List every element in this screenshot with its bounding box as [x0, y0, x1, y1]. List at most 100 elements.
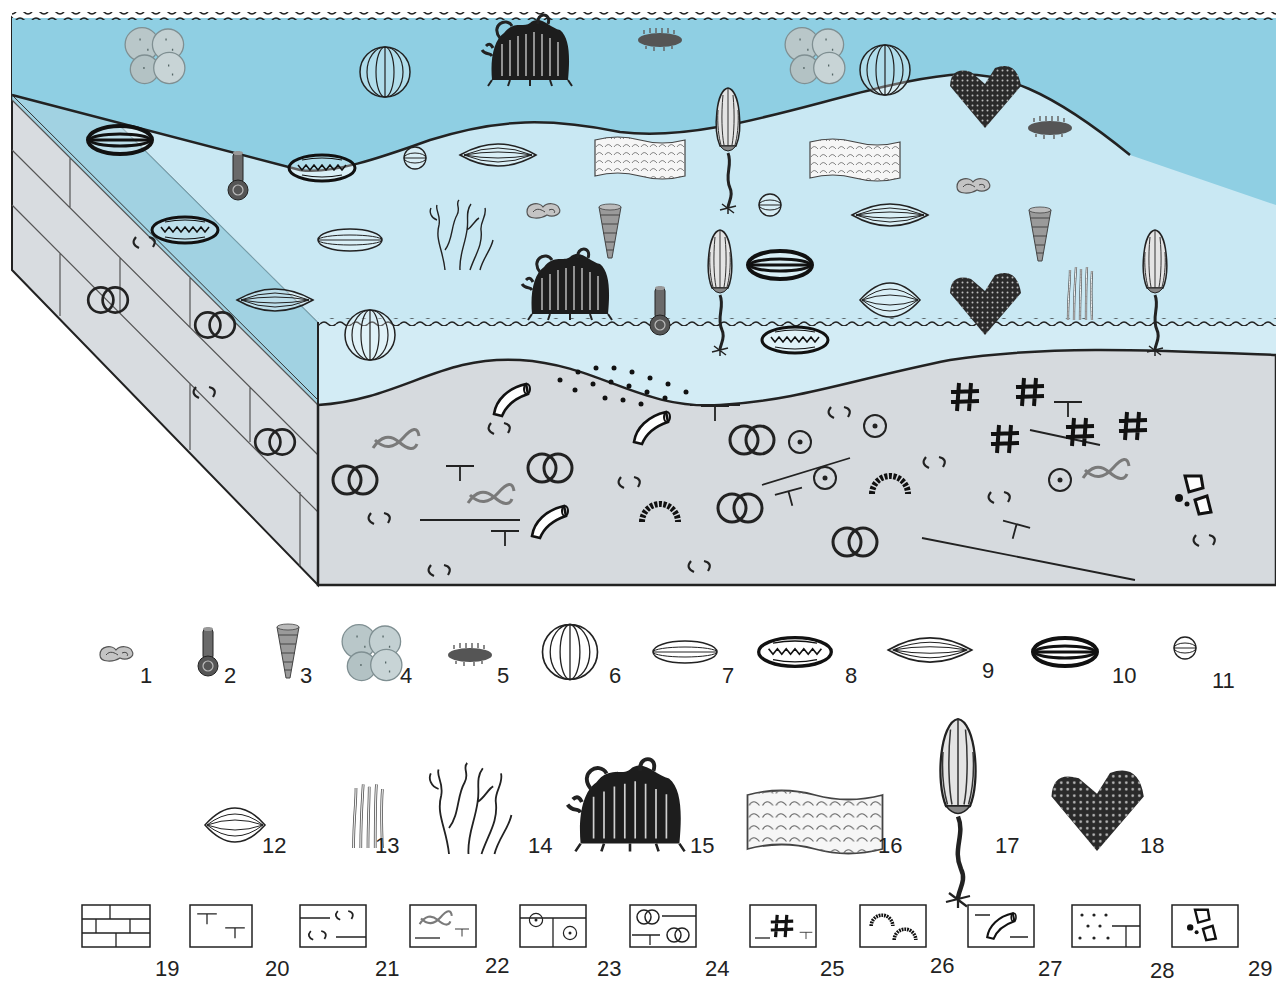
legend-number: 22	[485, 955, 509, 977]
seaweed	[430, 200, 493, 270]
worm-tube	[957, 179, 990, 193]
legend-sample-lines	[520, 918, 586, 947]
double-ring	[718, 494, 762, 522]
legend-sample-lines	[1112, 926, 1140, 947]
wavy-line	[373, 429, 419, 448]
crinoid	[1143, 230, 1166, 356]
horn-coral	[494, 384, 530, 416]
legend-sample	[568, 759, 685, 851]
arc-fragment	[829, 407, 850, 418]
horn-coral	[634, 412, 670, 444]
legend-sample-lines	[975, 915, 1028, 937]
sediment-section	[318, 350, 1276, 585]
globular-foraminifera	[125, 28, 185, 84]
legend-number: 18	[1140, 835, 1164, 857]
legend-sample	[529, 913, 542, 926]
pebbles	[1175, 476, 1211, 514]
double-ring	[528, 454, 572, 482]
legend-sample	[1187, 910, 1216, 940]
crinoid	[708, 230, 731, 356]
block-outline	[318, 322, 1276, 585]
legend-sample-lines	[755, 937, 770, 938]
legend-sample	[277, 624, 299, 678]
legend-sample	[205, 808, 265, 842]
legend-sample	[1174, 637, 1196, 659]
spherical-radiolarian	[860, 45, 910, 95]
gastropod-spire	[599, 204, 621, 258]
legend-number: 15	[690, 835, 714, 857]
legend-sample	[342, 625, 402, 681]
legend-sample	[800, 932, 813, 939]
toothed-ostracod	[152, 217, 218, 243]
dark-shell-fragment	[1028, 116, 1072, 139]
legend-number: 9	[982, 660, 994, 682]
legend-number: 14	[528, 835, 552, 857]
wavy-line	[468, 484, 514, 503]
t-mark	[491, 531, 519, 546]
legend-number: 5	[497, 665, 509, 687]
arc-fragment	[1194, 535, 1215, 546]
legend-number: 16	[878, 835, 902, 857]
worm-tube	[527, 204, 560, 218]
double-ring	[333, 466, 377, 494]
legend-sample-lines	[632, 916, 696, 945]
deep-water-band	[12, 18, 1276, 205]
elliptic-diatom	[318, 229, 382, 251]
legend-sample	[420, 911, 452, 924]
small-round-diatom	[404, 147, 426, 169]
horn-coral	[532, 506, 568, 538]
hash-mark	[951, 383, 979, 411]
globular-foraminifera	[785, 28, 845, 84]
legend-sample	[894, 929, 916, 940]
arc-fragment	[989, 492, 1010, 503]
ooid	[1049, 469, 1071, 491]
legend-number: 29	[1248, 958, 1272, 980]
spindle-diatom	[852, 204, 928, 226]
bryozoan-fan	[950, 273, 1021, 335]
legend-number: 23	[597, 958, 621, 980]
bold-diatom	[748, 251, 812, 279]
legend-sample	[448, 643, 492, 666]
small-round-diatom	[759, 194, 781, 216]
coral-colony	[482, 15, 572, 86]
arc-fragment	[369, 513, 390, 524]
legend-sample	[563, 926, 576, 939]
spindle-diatom	[460, 144, 536, 166]
lemon-diatom	[860, 283, 920, 317]
arc-fragment	[619, 477, 640, 488]
legend-sample	[309, 931, 326, 940]
legend-sample	[637, 910, 659, 924]
legend-sample	[653, 641, 717, 663]
legend-sample	[197, 914, 217, 925]
legend-sample	[871, 915, 893, 926]
bedding-lines	[420, 405, 1135, 580]
legend-number: 6	[609, 665, 621, 687]
t-mark	[999, 521, 1030, 543]
legend-number: 11	[1212, 670, 1235, 692]
legend-sample	[1052, 771, 1144, 851]
stromatolite-mat	[595, 137, 685, 179]
arc-fragment	[134, 237, 155, 248]
double-ring	[255, 429, 295, 454]
t-mark	[701, 406, 729, 421]
ooid	[789, 431, 811, 453]
arc-fragment	[924, 457, 945, 468]
dark-shell-fragment	[638, 28, 682, 51]
legend-sample	[940, 719, 975, 908]
legend-sample	[771, 915, 793, 937]
bryozoan-fan	[950, 66, 1021, 128]
legend-sample-limestone	[82, 905, 150, 947]
hash-mark	[1066, 418, 1094, 446]
legend-sample	[543, 625, 598, 680]
legend-number: 10	[1112, 665, 1136, 687]
double-ring	[833, 528, 877, 556]
wavy-line	[1083, 459, 1129, 478]
coral-colony	[522, 249, 612, 320]
coiled-tube	[650, 286, 670, 335]
legend-number: 4	[400, 665, 412, 687]
legend-sample	[430, 763, 512, 854]
spherical-radiolarian	[345, 310, 395, 360]
arc-fragment	[489, 423, 510, 434]
hash-mark	[1016, 378, 1044, 406]
